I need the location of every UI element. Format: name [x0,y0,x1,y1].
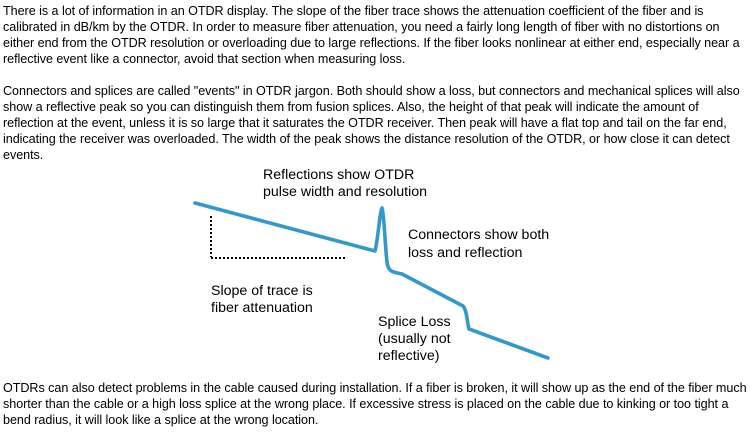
otdr-trace-diagram: Reflections show OTDR pulse width and re… [193,167,550,364]
reflections-label-line1: Reflections show OTDR [263,167,414,183]
installation-problems-paragraph: OTDRs can also detect problems in the ca… [3,381,747,427]
connectors-label-line2: loss and reflection [408,245,522,261]
slope-label-line1: Slope of trace is [211,283,313,299]
intro-paragraph: There is a lot of information in an OTDR… [3,4,740,66]
fiber-trace-line [193,201,550,360]
connectors-label-line1: Connectors show both [408,227,549,243]
events-paragraph: Connectors and splices are called "event… [3,84,740,162]
splice-label-line3: reflective) [378,348,440,364]
splice-label-line2: (usually not [378,331,451,347]
splice-label-line1: Splice Loss [378,314,451,330]
reflections-label-line2: pulse width and resolution [263,184,427,200]
slope-label-line2: fiber attenuation [211,300,313,316]
